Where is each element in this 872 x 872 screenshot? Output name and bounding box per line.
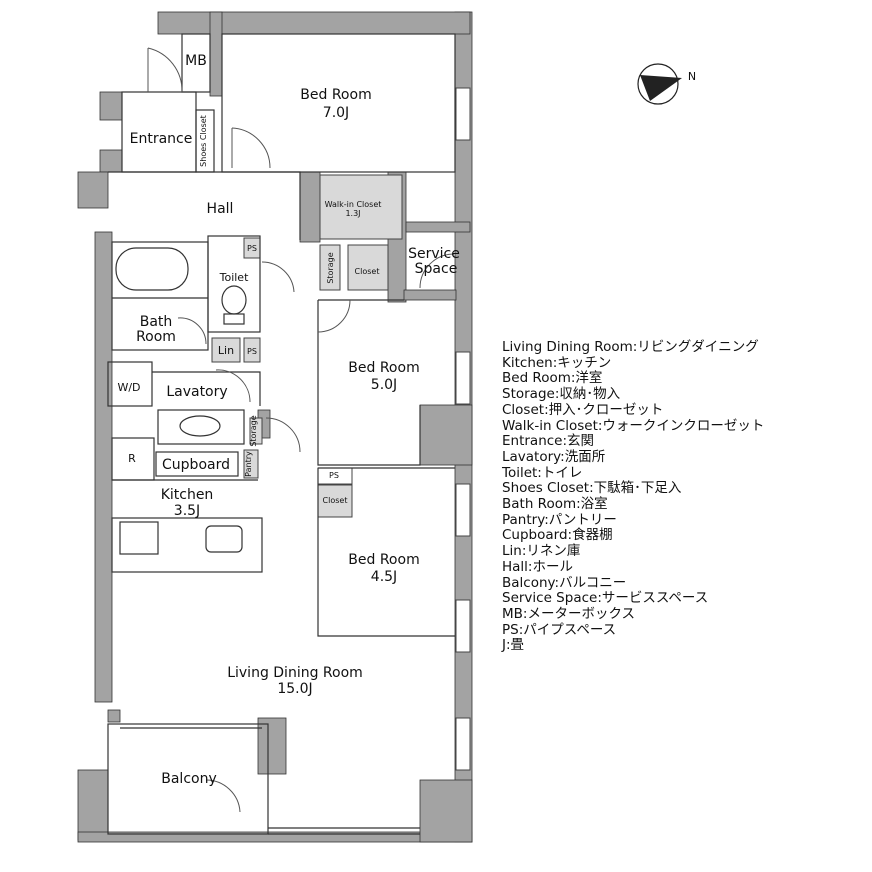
bed-room-1-name: Bed Room (300, 87, 371, 103)
legend-item: MB:メーターボックス (502, 605, 636, 622)
ps-box-lower (243, 337, 261, 363)
closet-label: Closet (355, 267, 380, 276)
legend-item: Bath Room:浴室 (502, 496, 608, 513)
lavatory-label: Lavatory (166, 384, 227, 400)
room-labels: Bed Room 7.0J Entrance MB Shoes Closet H… (117, 53, 459, 787)
ps-label-bed3: PS (329, 471, 339, 480)
bed-room-2-size: 5.0J (371, 377, 397, 393)
legend-item: Bed Room:洋室 (502, 370, 603, 387)
legend-item: Balcony:バルコニー (502, 574, 627, 591)
compass-n-label: N (688, 70, 696, 83)
service-space-label-2: Space (415, 261, 458, 277)
bed-room-1-size: 7.0J (323, 105, 349, 121)
legend-item: Cupboard:食器棚 (502, 527, 613, 544)
legend-item: Entrance:玄関 (502, 433, 595, 450)
hall-label: Hall (207, 201, 234, 217)
storage-area (319, 244, 341, 291)
walk-in-closet-area (319, 174, 403, 240)
service-space-label-1: Service (408, 246, 460, 262)
legend-item: Storage:収納･物入 (502, 386, 621, 403)
legend-item: Lavatory:洗面所 (502, 448, 606, 465)
legend-item: Toilet:トイレ (502, 464, 583, 481)
legend-item: Kitchen:キッチン (502, 354, 612, 371)
closet-bed3 (317, 484, 353, 518)
compass-icon: N (637, 63, 696, 105)
legend-item: Walk-in Closet:ウォークインクローゼット (502, 417, 765, 434)
bed-room-3-size: 4.5J (371, 569, 397, 585)
partitions (107, 33, 456, 835)
kitchen-name: Kitchen (161, 487, 214, 503)
pantry-box (243, 449, 259, 479)
door-swings (147, 47, 455, 813)
lin-box (211, 337, 241, 363)
legend-item: Hall:ホール (502, 558, 573, 575)
bath-room-label-2: Room (136, 329, 176, 345)
storage-small-label: Storage (249, 415, 258, 446)
legend-item: Living Dining Room:リビングダイニング (502, 339, 759, 355)
walk-in-closet-name: Walk-in Closet (325, 200, 382, 209)
shoes-closet-label: Shoes Closet (199, 115, 208, 167)
legend-item: Pantry:パントリー (502, 511, 617, 528)
wd-label: W/D (117, 381, 140, 394)
storage-label: Storage (326, 252, 335, 283)
closet-area (347, 244, 389, 291)
entrance-label: Entrance (130, 131, 193, 147)
toilet-label: Toilet (219, 271, 249, 284)
kitchen-size: 3.5J (174, 503, 200, 519)
living-dining-room-size: 15.0J (277, 681, 312, 697)
legend-item: Service Space:サービススペース (502, 590, 709, 607)
ps-label-upper: PS (247, 244, 257, 253)
balcony-label: Balcony (161, 771, 217, 787)
ps-label-lower: PS (247, 347, 257, 356)
legend-item: Closet:押入･クローゼット (502, 401, 664, 418)
mb-label: MB (185, 53, 207, 69)
walk-in-closet-size: 1.3J (345, 209, 360, 218)
storage-small-box (249, 417, 263, 445)
legend-item: Shoes Closet:下駄箱･下足入 (502, 480, 682, 497)
closet-bed3-label: Closet (323, 496, 348, 505)
legend-item: PS:パイプスペース (502, 621, 617, 638)
bed-room-3-name: Bed Room (348, 552, 419, 568)
living-dining-room-name: Living Dining Room (227, 665, 363, 681)
bath-room-label-1: Bath (140, 314, 173, 330)
bed-room-2-name: Bed Room (348, 360, 419, 376)
lin-label: Lin (218, 344, 234, 357)
east-windows (455, 87, 471, 771)
legend-item: J:畳 (502, 637, 525, 654)
cupboard-label: Cupboard (162, 457, 230, 473)
r-label: R (128, 452, 136, 465)
pantry-label: Pantry (244, 451, 253, 477)
legend-item: Lin:リネン庫 (502, 543, 581, 560)
